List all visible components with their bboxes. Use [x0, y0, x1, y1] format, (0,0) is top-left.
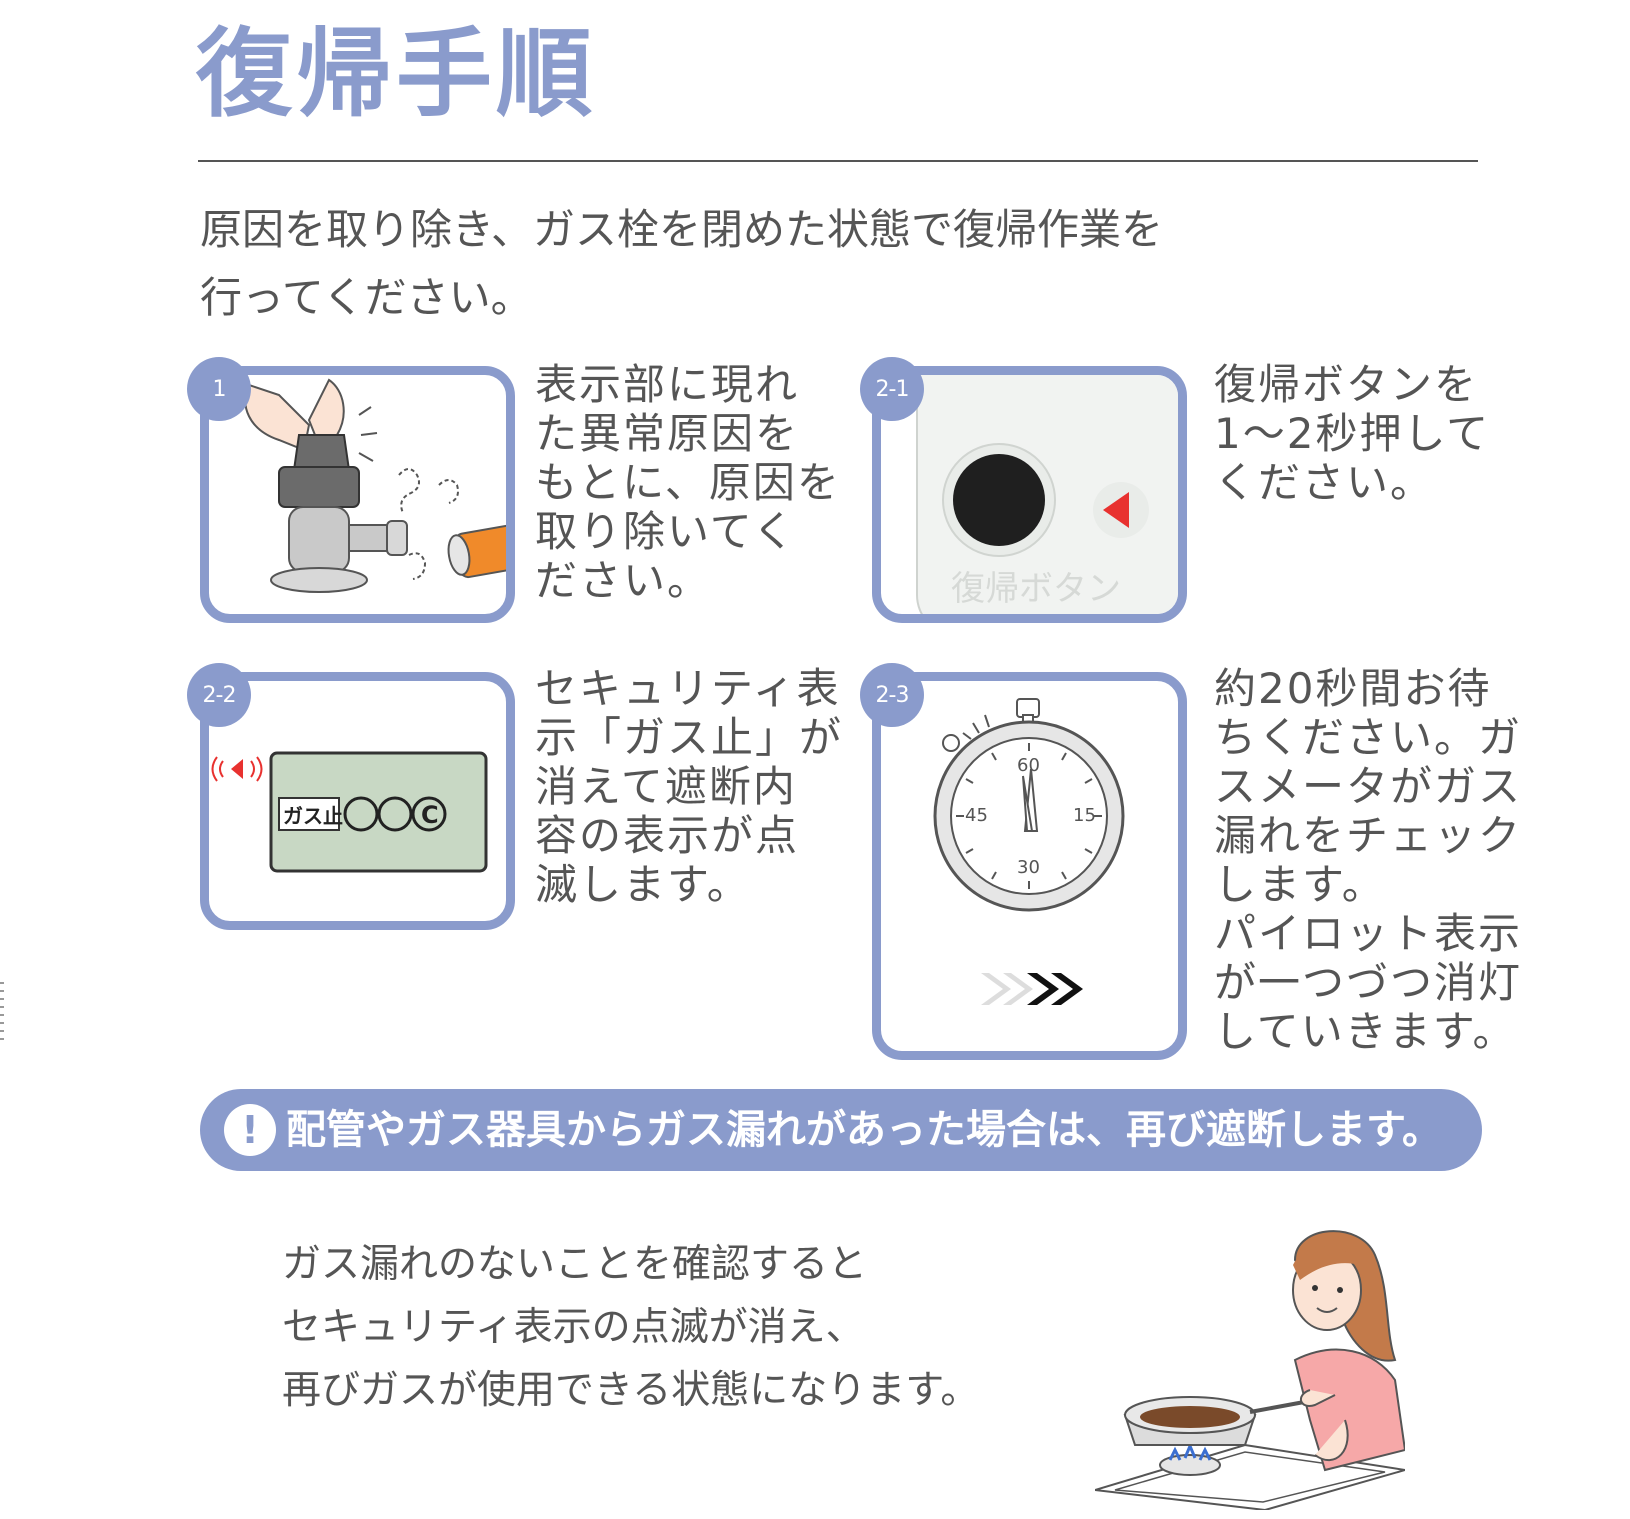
step-1-line: もとに、原因を	[535, 458, 841, 507]
step-2-2-badge: 2-2	[187, 663, 251, 727]
lcd-display-icon: ガス止 C	[211, 751, 488, 873]
gas-valve-hose-icon	[244, 378, 506, 593]
step-2-2-line: 示「ガス止」が	[535, 713, 844, 762]
step-2-3-badge: 2-3	[860, 663, 924, 727]
intro-text: 原因を取り除き、ガス栓を閉めた状態で復帰作業を 行ってください。	[200, 196, 1163, 332]
warning-text: 配管やガス器具からガス漏れがあった場合は、再び遮断します。	[286, 1107, 1442, 1153]
step-2-3-line: します。	[1214, 860, 1386, 909]
step-2-1-text: 復帰ボタンを 1〜2秒押して ください。	[1214, 360, 1490, 507]
step-1-text: 表示部に現れ た異常原因を もとに、原因を 取り除いてく ださい。	[535, 360, 841, 605]
outro-line-2: セキュリティ表示の点滅が消え、	[282, 1305, 865, 1350]
outro-line-3: 再びガスが使用できる状態になります。	[282, 1368, 980, 1413]
step-2-2-text: セキュリティ表 示「ガス止」が 消えて遮断内 容の表示が点 滅します。	[535, 664, 843, 909]
dial-label-30: 30	[1017, 857, 1040, 878]
progress-arrows-icon	[981, 973, 1083, 1005]
alert-sound-icon	[211, 756, 263, 782]
step-2-1-line: ください。	[1214, 458, 1435, 507]
step-1-panel	[200, 366, 515, 623]
step-2-3-line: パイロット表示	[1214, 909, 1523, 958]
dial-label-15: 15	[1073, 805, 1096, 826]
step-2-3-line: 漏れをチェック	[1214, 811, 1523, 860]
lcd-tag: ガス止	[283, 804, 343, 828]
title-divider	[198, 160, 1478, 162]
stopwatch-icon: 60 15 30 45	[933, 698, 1125, 1005]
step-2-2-line: 滅します。	[535, 860, 751, 909]
step-2-1-line: 1〜2秒押して	[1214, 409, 1491, 458]
step-1-line: た異常原因を	[535, 409, 800, 458]
step-2-2-panel: ガス止 C	[200, 672, 515, 930]
reset-button-label: 復帰ボタン	[951, 569, 1121, 609]
warning-banner	[200, 1089, 1482, 1171]
step-2-2-line: セキュリティ表	[535, 664, 841, 713]
step-1-badge: 1	[187, 357, 251, 421]
step-2-1-line: 復帰ボタンを	[1214, 360, 1479, 409]
step-1-line: ださい。	[535, 556, 712, 605]
step-2-1-badge: 2-1	[860, 357, 924, 421]
step-1-line: 取り除いてく	[535, 507, 797, 556]
step-2-3-line: ちください。ガ	[1214, 713, 1523, 762]
dial-label-45: 45	[965, 805, 988, 826]
step-2-2-line: 容の表示が点	[535, 811, 800, 860]
dial-label-60: 60	[1017, 755, 1040, 776]
intro-line-1: 原因を取り除き、ガス栓を閉めた状態で復帰作業を	[200, 205, 1164, 254]
intro-line-2: 行ってください。	[200, 273, 533, 322]
step-2-2-line: 消えて遮断内	[535, 762, 797, 811]
step-2-3-line: 約20秒間お待	[1214, 664, 1492, 713]
woman-cooking-illustration	[1095, 1230, 1405, 1510]
page-title: 復帰手順	[196, 18, 596, 130]
outro-text: ガス漏れのないことを確認すると セキュリティ表示の点滅が消え、 再びガスが使用で…	[282, 1233, 979, 1422]
edge-marker	[0, 982, 4, 1042]
step-1-line: 表示部に現れ	[535, 360, 800, 409]
step-2-3-line: していきます。	[1214, 1007, 1517, 1056]
step-2-3-line: スメータがガス	[1214, 762, 1523, 811]
step-2-3-panel: 60 15 30 45	[872, 672, 1187, 1060]
reset-button-icon: 復帰ボタン	[916, 375, 1178, 614]
outro-line-1: ガス漏れのないことを確認すると	[282, 1242, 868, 1287]
step-2-3-line: が一つづつ消灯	[1214, 958, 1523, 1007]
exclamation-icon: !	[224, 1104, 276, 1156]
step-2-3-text: 約20秒間お待 ちください。ガ スメータがガス 漏れをチェック します。 パイロ…	[1214, 664, 1522, 1056]
lcd-c-mark: C	[421, 801, 439, 829]
step-2-1-panel: 復帰ボタン	[872, 366, 1187, 623]
